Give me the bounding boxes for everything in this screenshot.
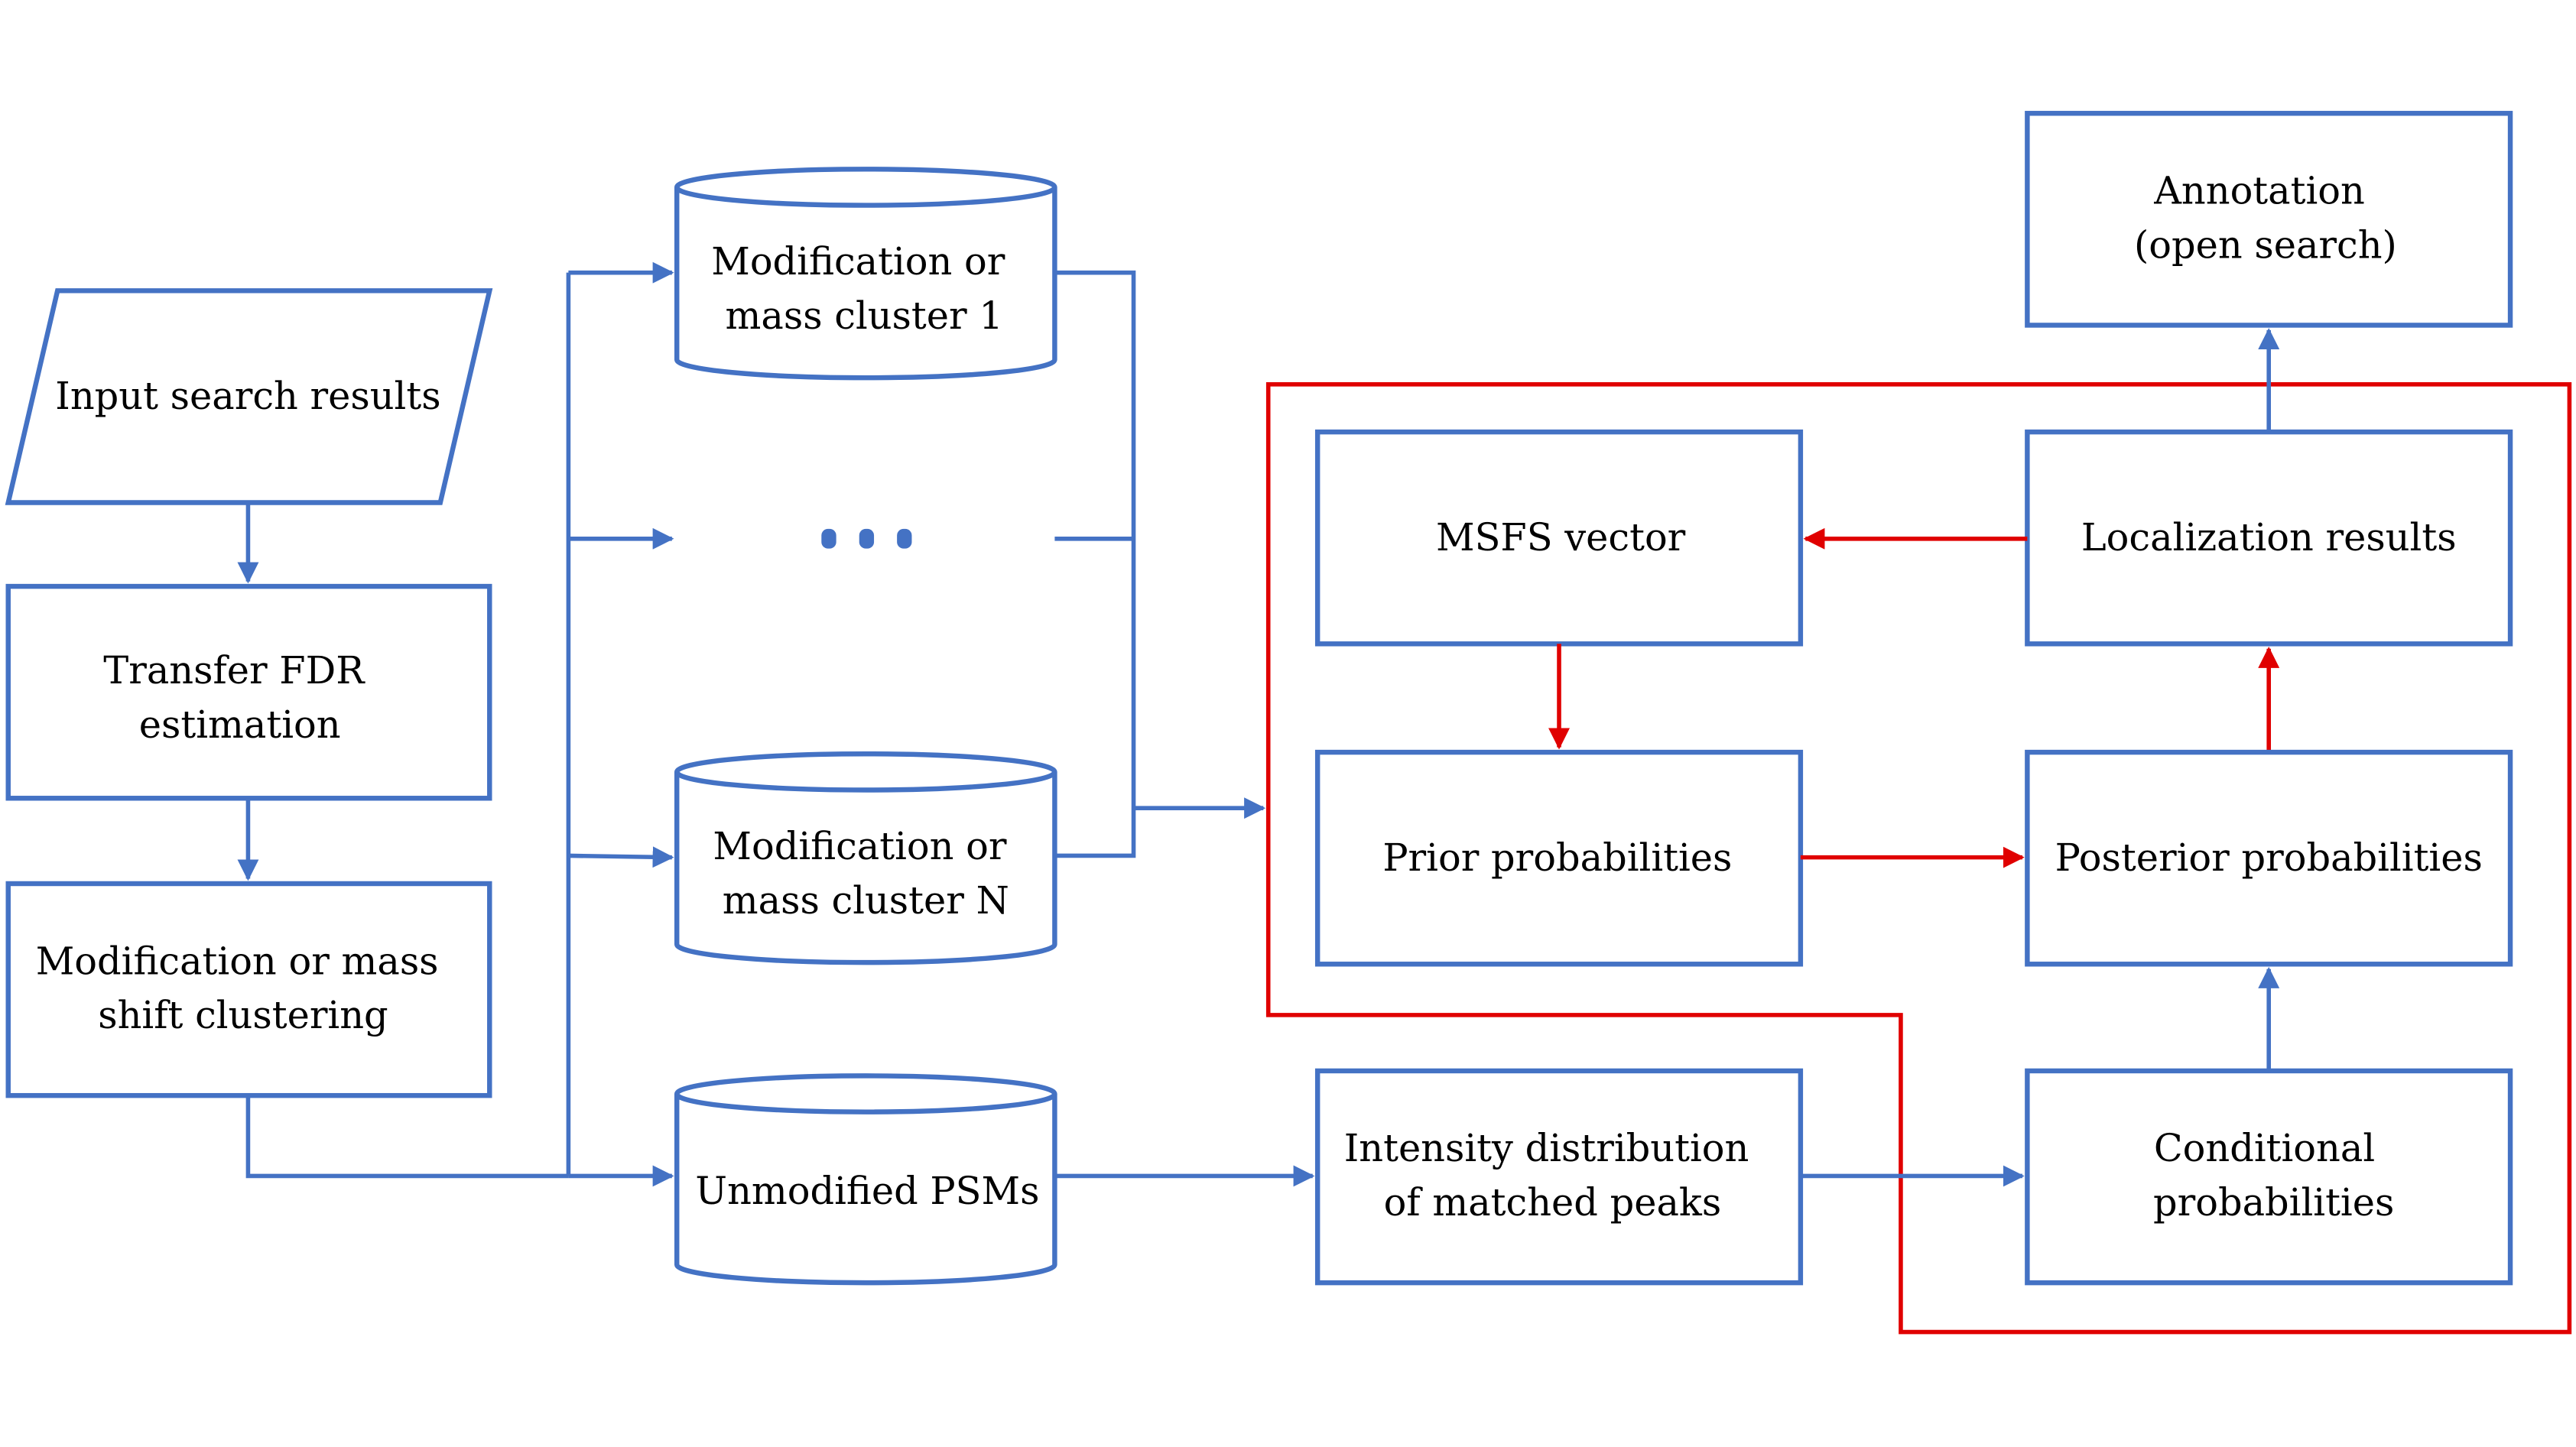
ellipsis-dot [859, 528, 875, 549]
svg-text:Unmodified PSMs: Unmodified PSMs [695, 1169, 1039, 1213]
svg-text:Modification or mass clu: Modification or mass cluster 1 [711, 238, 1017, 337]
node-conditional: Conditional probabilities [2025, 1068, 2513, 1286]
node-clustering-line1: Modification or mass [36, 939, 439, 983]
svg-text:Modification or mass clu: Modification or mass cluster N [713, 823, 1018, 922]
node-annotation-line1: Annotation [2153, 168, 2365, 213]
node-prior: Prior probabilities [1314, 749, 1804, 967]
svg-text:Posterior probabilities: Posterior probabilities [2055, 835, 2483, 879]
node-unmodified: Unmodified PSMs [674, 1073, 1057, 1286]
node-conditional-line2: probabilities [2153, 1180, 2394, 1225]
node-annotation-line2: (open search) [2134, 222, 2397, 267]
ellipsis-dot [897, 528, 912, 549]
iterative-loop-boundary [1265, 382, 2572, 1335]
node-localization: Localization results [2025, 429, 2513, 647]
node-clusterN: Modification or mass cluster N [674, 751, 1057, 965]
node-clustering: Modification or mass shift clustering [5, 881, 492, 1098]
svg-text:MSFS vector: MSFS vector [1436, 514, 1686, 559]
node-intensity-line1: Intensity distribution [1344, 1126, 1749, 1170]
node-intensity: Intensity distribution of matched peaks [1314, 1068, 1804, 1286]
node-ellipsis [821, 528, 912, 549]
node-unmodified-label: Unmodified PSMs [695, 1169, 1039, 1213]
node-cluster1-line1: Modification or [711, 238, 1005, 283]
svg-text:Localization results: Localization results [2081, 514, 2457, 559]
svg-text:Transfer FDR estimation: Transfer FDR estimation [103, 647, 376, 746]
edge-to-clusterN [568, 846, 674, 868]
svg-text:Annotation (open search): Annotation (open search) [2134, 168, 2397, 267]
svg-text:Intensity distribution o: Intensity distribution of matched peaks [1344, 1126, 1761, 1225]
edge-clustering-bus [245, 272, 571, 1179]
ellipsis-dot [821, 528, 836, 549]
svg-text:Conditional probabilitie: Conditional probabilities [2153, 1126, 2394, 1225]
node-input: Input search results [5, 288, 493, 505]
node-clustering-line2: shift clustering [98, 993, 388, 1037]
node-intensity-line2: of matched peaks [1384, 1180, 1722, 1225]
node-posterior: Posterior probabilities [2025, 749, 2513, 967]
node-msfs-label: MSFS vector [1436, 514, 1686, 559]
node-cluster1-line2: mass cluster 1 [726, 293, 1003, 337]
node-posterior-label: Posterior probabilities [2055, 835, 2483, 879]
node-localization-label: Localization results [2081, 514, 2457, 559]
svg-text:Prior probabilities: Prior probabilities [1382, 835, 1732, 879]
node-annotation: Annotation (open search) [2025, 111, 2513, 328]
node-transfer-fdr-line2: estimation [139, 702, 341, 746]
node-prior-label: Prior probabilities [1382, 835, 1732, 879]
node-transfer-fdr-line1: Transfer FDR [103, 647, 365, 692]
node-transfer-fdr: Transfer FDR estimation [5, 583, 492, 801]
edge-clusters-merge [1054, 270, 1136, 858]
node-clusterN-line1: Modification or [713, 823, 1007, 868]
node-conditional-line1: Conditional [2154, 1126, 2375, 1170]
node-input-label: Input search results [55, 374, 440, 418]
node-clusterN-line2: mass cluster N [723, 878, 1009, 922]
node-cluster1: Modification or mass cluster 1 [674, 167, 1057, 381]
svg-text:Modification or mass shi: Modification or mass shift clustering [36, 939, 451, 1037]
node-msfs: MSFS vector [1314, 429, 1804, 647]
